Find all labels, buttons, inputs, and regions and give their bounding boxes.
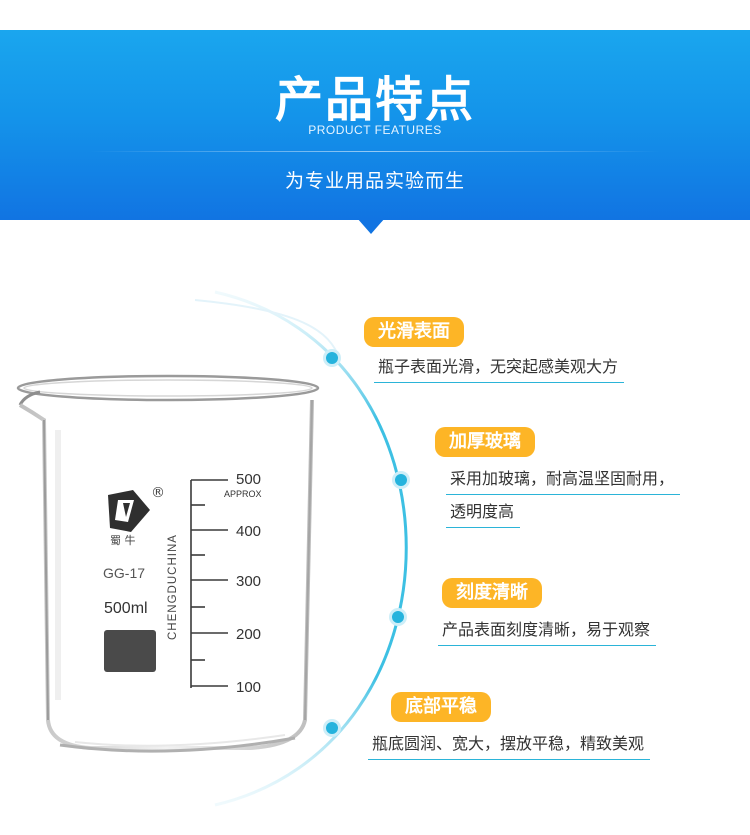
beaker-glass bbox=[16, 374, 320, 753]
header-divider bbox=[90, 151, 660, 152]
brand-logo-icon bbox=[108, 490, 150, 532]
feature-badge-stable-base: 底部平稳 bbox=[391, 692, 491, 722]
arc-dot-4 bbox=[323, 719, 341, 737]
feature-badge-smooth-surface: 光滑表面 bbox=[364, 317, 464, 347]
page-tagline: 为专业用品实验而生 bbox=[284, 170, 465, 192]
feature-desc-clear-scale: 产品表面刻度清晰，易于观察 bbox=[438, 615, 657, 646]
header-banner: 产品特点 PRODUCT FEATURES 为专业用品实验而生 bbox=[0, 30, 750, 220]
scale-label-100: 100 bbox=[236, 679, 261, 696]
scale-label-500: 500 bbox=[236, 471, 261, 488]
registered-mark: ® bbox=[151, 485, 165, 501]
volume-scale bbox=[190, 479, 228, 688]
arc-dot-1 bbox=[323, 349, 341, 367]
feature-desc-stable-base: 瓶底圆润、宽大，摆放平稳，精致美观 bbox=[368, 729, 651, 760]
scale-label-300: 300 bbox=[236, 573, 261, 590]
approx-label: APPROX bbox=[224, 489, 262, 499]
page-title: 产品特点 bbox=[274, 72, 475, 128]
feature-badge-thick-glass: 加厚玻璃 bbox=[435, 427, 535, 457]
scale-label-200: 200 bbox=[236, 626, 261, 643]
capacity-text: 500ml bbox=[104, 600, 148, 617]
arc-dot-3 bbox=[389, 608, 407, 626]
feature-badge-clear-scale: 刻度清晰 bbox=[442, 578, 542, 608]
arc-dot-2 bbox=[392, 471, 410, 489]
feature-desc-thick-glass-line1: 采用加玻璃，耐高温坚固耐用， bbox=[446, 464, 681, 495]
marking-patch bbox=[104, 630, 156, 672]
scale-label-400: 400 bbox=[236, 523, 261, 540]
vertical-brand-text: CHENGDUCHINA bbox=[167, 534, 179, 640]
model-text: GG-17 bbox=[103, 565, 145, 581]
header-notch bbox=[357, 218, 385, 234]
brand-text: 蜀 牛 bbox=[110, 533, 136, 547]
feature-desc-thick-glass-line2: 透明度高 bbox=[446, 497, 521, 528]
feature-desc-smooth-surface: 瓶子表面光滑，无突起感美观大方 bbox=[374, 352, 625, 383]
page-subtitle-en: PRODUCT FEATURES bbox=[308, 123, 442, 137]
decorative-arc bbox=[214, 290, 408, 807]
